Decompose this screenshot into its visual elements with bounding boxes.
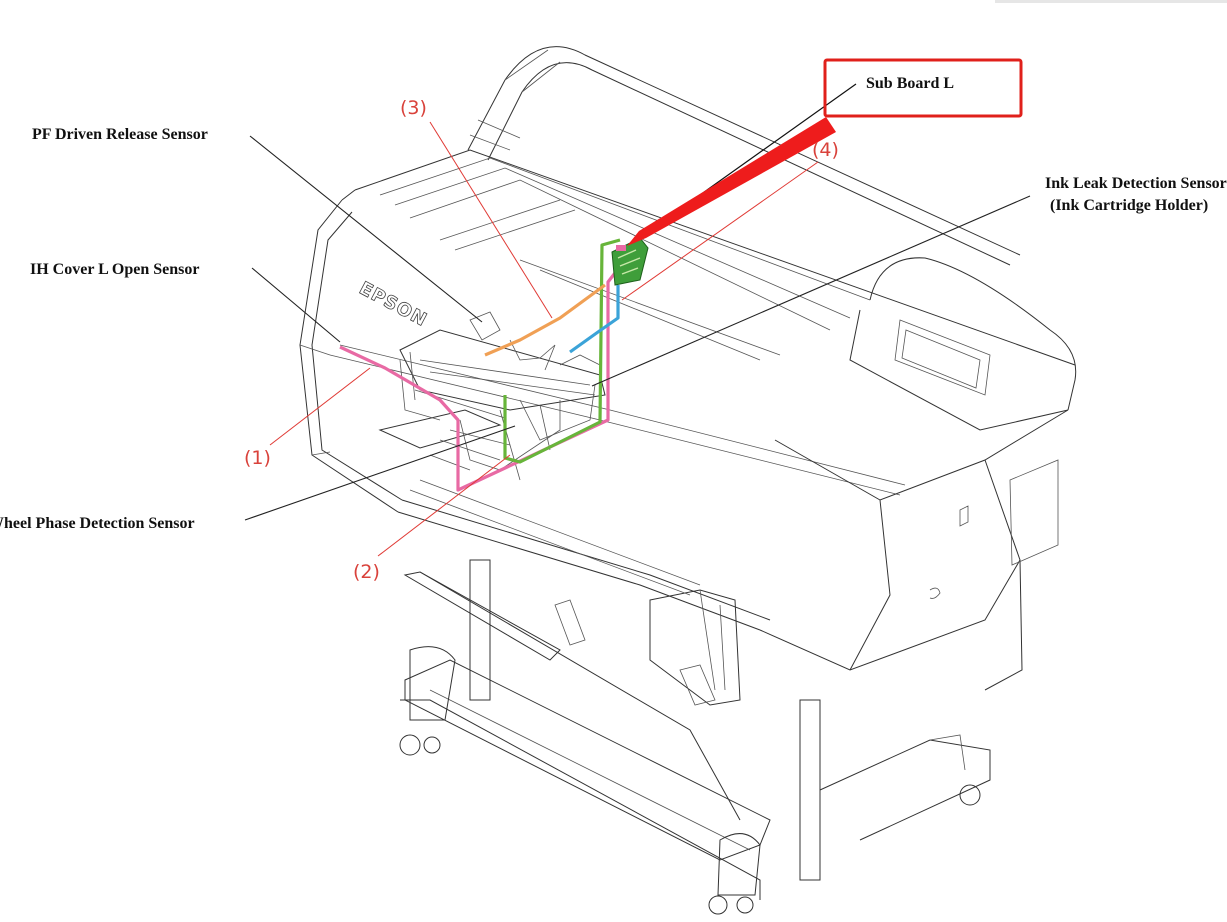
label-ink-leak-detection-sensor: Ink Leak Detection Sensor (1045, 175, 1227, 192)
leader-lines (244, 121, 1031, 557)
brand-logo: EPSON (356, 278, 431, 331)
callout-1: (1) (244, 447, 271, 469)
labels: PF Driven Release Sensor IH Cover L Open… (0, 75, 1227, 583)
sub-board-highlight-box (823, 58, 1023, 118)
label-sub-board-l: Sub Board L (866, 75, 954, 92)
cable-pink (339, 259, 627, 492)
callout-2: (2) (353, 561, 380, 583)
printer-line-art: EPSON (299, 46, 1077, 915)
cable-green (503, 238, 621, 464)
label-pf-driven-release-sensor: PF Driven Release Sensor (32, 126, 208, 143)
callout-3: (3) (400, 97, 427, 119)
label-ih-cover-l-open-sensor: IH Cover L Open Sensor (30, 261, 200, 278)
label-ink-cartridge-holder: (Ink Cartridge Holder) (1050, 197, 1208, 214)
callout-4: (4) (812, 139, 839, 161)
cable-blue (569, 285, 620, 354)
cable-orange (484, 283, 606, 357)
sub-board-arrow (627, 83, 857, 246)
label-wheel-phase-detection-sensor: Wheel Phase Detection Sensor (0, 515, 195, 532)
sub-board-l-component (611, 237, 649, 286)
top-right-edge (995, 0, 1227, 3)
cable-routes (339, 238, 627, 492)
